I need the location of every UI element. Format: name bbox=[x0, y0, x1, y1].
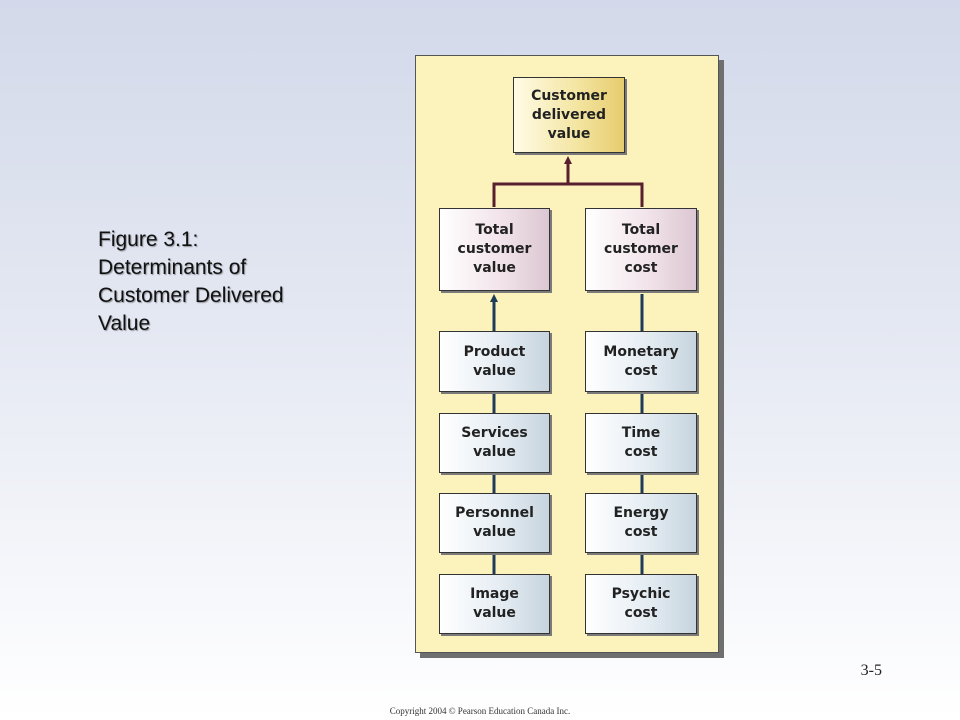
top-connector bbox=[492, 160, 644, 207]
figure-caption: Figure 3.1: Determinants of Customer Del… bbox=[98, 226, 358, 338]
copyright-notice: Copyright 2004 © Pearson Education Canad… bbox=[389, 706, 571, 716]
caption-line: Figure 3.1: bbox=[98, 228, 199, 251]
product-value-box: Product value bbox=[439, 331, 550, 392]
psychic-cost-box: Psychic cost bbox=[585, 574, 697, 634]
total-customer-value-box: Total customer value bbox=[439, 208, 550, 291]
energy-cost-box: Energy cost bbox=[585, 493, 697, 553]
services-value-box: Services value bbox=[439, 413, 550, 473]
caption-line: Value bbox=[98, 312, 151, 335]
image-value-box: Image value bbox=[439, 574, 550, 634]
time-cost-box: Time cost bbox=[585, 413, 697, 473]
page-number: 3-5 bbox=[860, 662, 882, 679]
monetary-cost-box: Monetary cost bbox=[585, 331, 697, 392]
customer-delivered-value-box: Customer delivered value bbox=[513, 77, 625, 153]
total-customer-cost-box: Total customer cost bbox=[585, 208, 697, 291]
caption-line: Determinants of bbox=[98, 256, 247, 279]
caption-line: Customer Delivered bbox=[98, 284, 284, 307]
personnel-value-box: Personnel value bbox=[439, 493, 550, 553]
